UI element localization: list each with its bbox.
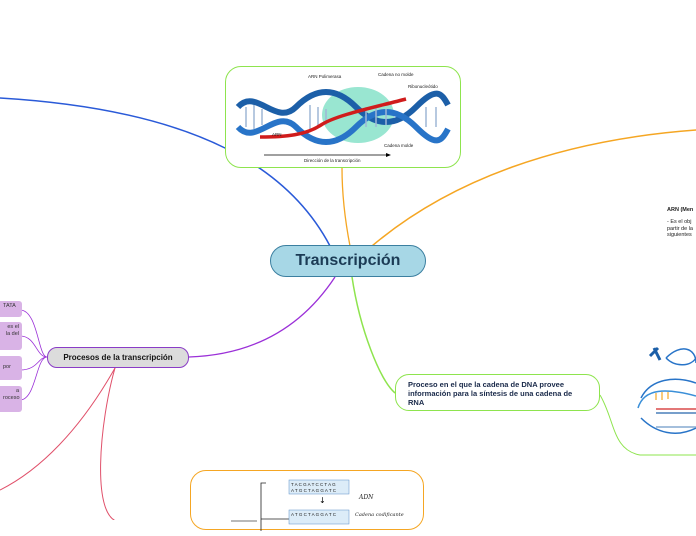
label-adn: ADN <box>358 494 374 501</box>
branch-green-right <box>599 394 696 456</box>
dna-transcription-illustration: ARN Polimerasa Cadena no molde Ribonucle… <box>235 72 451 163</box>
process-item-1-label: TATA <box>3 303 16 309</box>
process-item-3-label: por <box>3 364 11 370</box>
branch-purple-sub <box>19 309 48 401</box>
adn-sequence-illustration: T A C G A T C C T A G A T G C T A G G A … <box>231 479 404 531</box>
process-item-1[interactable]: TATA <box>0 301 22 317</box>
arn-note-title[interactable]: ARN (Men <box>667 207 694 213</box>
process-item-4[interactable]: a roceso <box>0 386 22 412</box>
image-node-adn[interactable]: T A C G A T C C T A G A T G C T A G G A … <box>190 470 424 531</box>
processes-node[interactable]: Procesos de la transcripción <box>47 347 189 368</box>
definition-node[interactable]: Proceso en el que la cadena de DNA prove… <box>395 374 600 411</box>
label-cadena-molde: Cadena molde <box>384 143 414 148</box>
seq-top-2: A T G C T A G G A T C <box>291 488 337 493</box>
label-cadena-no-molde: Cadena no molde <box>378 72 414 77</box>
process-item-3[interactable]: por <box>0 356 22 380</box>
arn-note-desc: - Es el obj partir de la siguientes <box>667 219 693 238</box>
label-direccion: Dirección de la transcripción <box>304 158 361 163</box>
dna-image-right[interactable] <box>636 338 696 443</box>
label-arn: ARN <box>272 132 282 137</box>
seq-top-1: T A C G A T C C T A G <box>291 482 336 487</box>
branch-orange-top <box>341 167 351 247</box>
branch-purple <box>188 276 336 358</box>
branch-red-1 <box>100 367 116 520</box>
branch-red-2 <box>0 367 116 491</box>
down-arrow: ↓ <box>319 496 326 505</box>
central-topic[interactable]: Transcripción <box>270 245 426 277</box>
branch-green <box>351 276 396 394</box>
branch-orange-right <box>371 129 696 247</box>
label-cadena-codificante: Cadena codificante <box>355 512 404 518</box>
seq-bottom-1: A T G C T A G G A T C <box>291 512 337 517</box>
process-item-4-label: a roceso <box>3 388 20 401</box>
label-polimerasa: ARN Polimerasa <box>308 74 342 79</box>
process-item-2[interactable]: es el la del <box>0 322 22 350</box>
image-node-transcription[interactable]: ARN Polimerasa Cadena no molde Ribonucle… <box>225 66 461 168</box>
process-item-2-label: es el la del <box>5 324 19 337</box>
label-ribonucleotido: Ribonucleótido <box>408 84 438 89</box>
